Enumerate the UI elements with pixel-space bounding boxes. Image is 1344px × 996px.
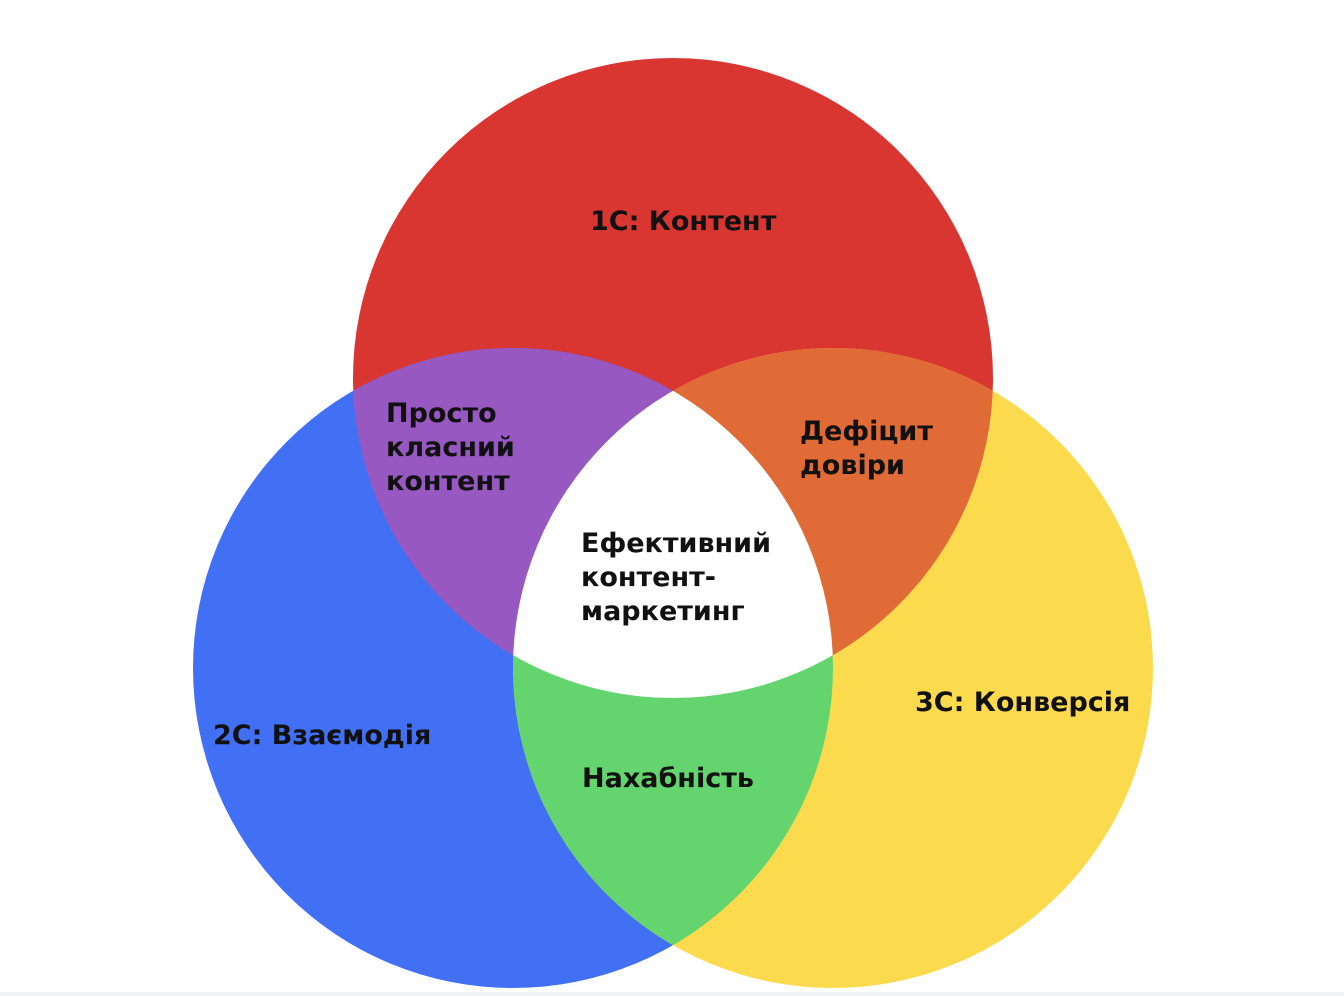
label-content-interaction-line-2: класний <box>386 432 515 463</box>
label-content-interaction-line-1: Просто <box>386 398 497 429</box>
label-interaction-conversion: Нахабність <box>582 763 754 794</box>
label-all-three-line-1: Ефективний <box>581 528 771 559</box>
overlap-all-three <box>513 348 833 698</box>
label-all-three-line-3: маркетинг <box>581 596 745 627</box>
label-conversion: 3С: Конверсія <box>915 687 1130 718</box>
bottom-strip <box>0 992 1344 996</box>
label-content: 1С: Контент <box>590 206 777 237</box>
label-all-three-line-2: контент- <box>581 562 716 593</box>
label-interaction: 2С: Взаємодія <box>213 720 431 751</box>
label-content-conversion-line-1: Дефіцит <box>800 416 933 447</box>
label-content-interaction: Просто класний контент <box>386 398 524 497</box>
label-content-interaction-line-3: контент <box>386 466 510 497</box>
label-content-conversion-line-2: довіри <box>800 450 905 481</box>
label-interaction-conversion-line-1: Нахабність <box>582 763 754 794</box>
label-all-three: Ефективний контент- маркетинг <box>581 528 780 627</box>
label-content-conversion: Дефіцит довіри <box>800 416 942 481</box>
